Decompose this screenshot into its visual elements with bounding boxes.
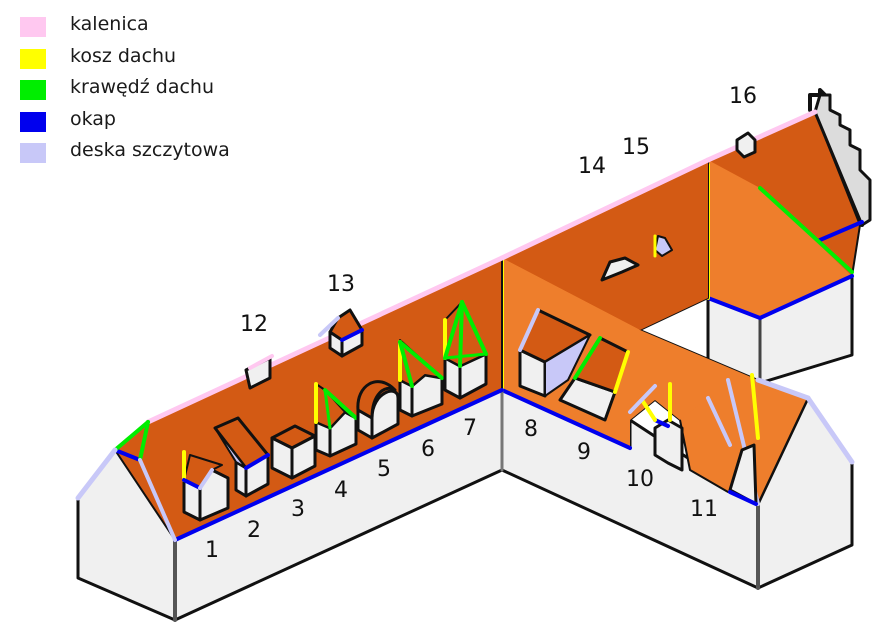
label-11: 11 — [690, 497, 718, 522]
dormer-1-barge — [198, 468, 214, 490]
dormer-labels: 1 2 3 4 5 6 7 8 9 10 11 12 13 14 15 16 — [205, 84, 757, 563]
legend-label-eaves: okap — [70, 107, 116, 130]
eaves-back-wing-2 — [758, 274, 854, 320]
legend-swatch-barge — [20, 143, 46, 163]
label-2: 2 — [247, 518, 261, 543]
eaves-main — [173, 388, 504, 542]
dormer-10-barge — [628, 384, 657, 414]
dormer-6-hip-2 — [398, 340, 414, 388]
legend-swatch-eaves — [20, 111, 46, 132]
label-14: 14 — [578, 154, 606, 179]
label-8: 8 — [524, 417, 538, 442]
dormer-4-hip-2 — [323, 388, 332, 430]
dormer-2-cheek — [214, 427, 247, 469]
dormer-10-eaves — [653, 418, 670, 428]
hip-back-wing — [758, 186, 854, 274]
dormer-7-hip-3 — [443, 300, 464, 360]
ridge-back-wing — [705, 109, 818, 163]
dormer-13 — [318, 308, 364, 358]
dormer-11 — [706, 373, 760, 506]
label-10: 10 — [626, 467, 654, 492]
dormer-7 — [443, 300, 488, 400]
dormer-6 — [398, 339, 444, 418]
label-12: 12 — [240, 312, 268, 337]
label-16: 16 — [729, 84, 757, 109]
dormer-10-valley — [640, 398, 657, 422]
label-4: 4 — [334, 478, 348, 503]
right-wing-roof-dark — [502, 160, 708, 330]
barge-right-wing-end — [755, 377, 811, 401]
label-5: 5 — [377, 457, 391, 482]
legend-label-barge: deska szczytowa — [70, 139, 230, 161]
label-6: 6 — [421, 437, 435, 462]
label-13: 13 — [327, 272, 355, 297]
hip-main-left — [113, 420, 150, 452]
dormer-13-barge — [318, 316, 340, 337]
eaves-back-wing — [706, 296, 762, 320]
dormer-10 — [628, 382, 684, 472]
dormer-9 — [558, 336, 630, 422]
dormer-3-box-right — [290, 434, 317, 480]
legend-swatch-ridge — [20, 17, 46, 37]
dormer-9-hip — [573, 336, 602, 380]
roof-hatch-12-ridge — [248, 354, 274, 370]
eaves-right-wing — [500, 388, 632, 450]
dormer-2-eaves — [244, 453, 270, 470]
legend-label-ridge: kalenica — [70, 13, 149, 35]
legend-swatch-hip — [20, 80, 46, 100]
dormer-8-cheek — [544, 334, 591, 397]
barge-main-left — [75, 447, 118, 501]
dormer-5-roof — [356, 380, 397, 420]
eaves-back-wing-3 — [818, 220, 864, 242]
dormer-8 — [518, 308, 592, 398]
label-9: 9 — [577, 440, 591, 465]
dormer-5 — [356, 380, 400, 440]
label-1: 1 — [205, 538, 219, 563]
dormer-11-valley — [750, 373, 760, 440]
dormer-1 — [182, 450, 230, 522]
label-7: 7 — [463, 416, 477, 441]
roof-hatch-12 — [244, 354, 274, 390]
legend-label-valley: kosz dachu — [70, 44, 177, 67]
dormer-13-eaves — [340, 328, 364, 342]
dormer-11-eaves — [728, 490, 758, 506]
dormer-3 — [270, 424, 317, 480]
dormer-4-hip — [323, 388, 358, 420]
dormer-1-eaves — [182, 478, 202, 490]
dormer-7-ridge-base — [443, 352, 488, 360]
stepped-gable-side — [813, 93, 872, 227]
dormer-4 — [314, 382, 358, 458]
back-wing-roof-hip-face — [708, 160, 852, 318]
ridge-main — [145, 255, 505, 425]
legend-swatch-valley — [20, 48, 46, 69]
eaves-main-hip-end — [113, 448, 142, 462]
chimney-16 — [735, 131, 757, 159]
main-wing — [75, 157, 711, 622]
barge-right-wing-end-2 — [805, 395, 855, 465]
dormer-9-valley — [613, 350, 630, 394]
right-wing — [500, 159, 855, 590]
label-15: 15 — [622, 135, 650, 160]
vent-15 — [654, 235, 673, 257]
dormer-11-barge — [706, 396, 732, 447]
dormer-8-barge — [518, 308, 540, 352]
back-wing — [705, 88, 872, 385]
vent-14 — [600, 256, 640, 282]
ridge-right — [499, 157, 711, 261]
hip-main-left-2 — [138, 420, 150, 462]
dormer-6-hip — [398, 340, 444, 380]
dormer-7-hip — [460, 300, 488, 356]
barge-main-left-2 — [138, 458, 177, 542]
legend-label-hip: krawędź dachu — [70, 76, 214, 98]
dormer-2 — [213, 416, 270, 498]
label-3: 3 — [291, 497, 305, 522]
